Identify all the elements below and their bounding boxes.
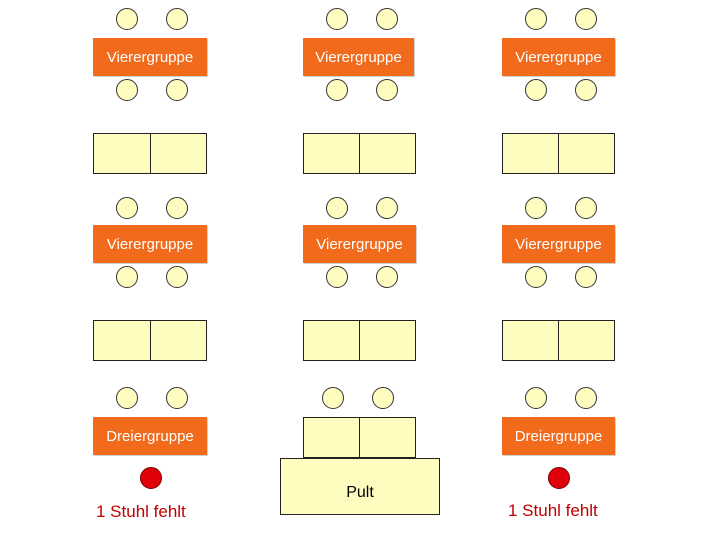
chair <box>116 197 138 219</box>
chair <box>575 197 597 219</box>
group-label: Vierergruppe <box>315 48 402 66</box>
missing-chair-note: 1 Stuhl fehlt <box>508 501 598 520</box>
group-table-3: Vierergruppe <box>502 38 615 76</box>
group-table-7: Dreiergruppe <box>93 417 207 455</box>
chair <box>166 266 188 288</box>
teacher-side-desk <box>303 417 416 458</box>
group-table-8: Dreiergruppe <box>502 417 615 455</box>
chair <box>326 197 348 219</box>
teacher-desk-label: Pult <box>346 483 374 501</box>
missing-chair-note: 1 Stuhl fehlt <box>96 502 186 521</box>
chair <box>372 387 394 409</box>
chair <box>525 197 547 219</box>
group-table-2: Vierergruppe <box>303 38 414 76</box>
chair <box>575 8 597 30</box>
student-desk <box>93 320 207 361</box>
chair <box>376 79 398 101</box>
chair <box>116 387 138 409</box>
group-label: Dreiergruppe <box>514 427 603 445</box>
student-desk <box>502 320 615 361</box>
missing-chair <box>140 467 162 489</box>
chair <box>525 79 547 101</box>
student-desk <box>303 320 416 361</box>
chair <box>525 266 547 288</box>
chair <box>575 387 597 409</box>
student-desk <box>93 133 207 174</box>
chair <box>326 79 348 101</box>
group-label: Vierergruppe <box>515 235 602 253</box>
chair <box>376 266 398 288</box>
chair <box>166 197 188 219</box>
group-label: Vierergruppe <box>515 48 602 66</box>
group-label: Vierergruppe <box>106 235 194 253</box>
chair <box>322 387 344 409</box>
chair <box>326 8 348 30</box>
group-table-5: Vierergruppe <box>303 225 416 263</box>
chair <box>376 8 398 30</box>
group-label: Vierergruppe <box>316 235 403 253</box>
chair <box>575 79 597 101</box>
chair <box>116 79 138 101</box>
teacher-desk: Pult <box>280 458 440 515</box>
chair <box>525 387 547 409</box>
group-label: Dreiergruppe <box>106 427 194 445</box>
group-table-6: Vierergruppe <box>502 225 615 263</box>
chair <box>116 8 138 30</box>
group-label: Vierergruppe <box>106 48 194 66</box>
student-desk <box>303 133 416 174</box>
chair <box>575 266 597 288</box>
student-desk <box>502 133 615 174</box>
chair <box>326 266 348 288</box>
chair <box>116 266 138 288</box>
chair <box>166 387 188 409</box>
group-table-4: Vierergruppe <box>93 225 207 263</box>
missing-chair <box>548 467 570 489</box>
chair <box>376 197 398 219</box>
chair <box>166 79 188 101</box>
group-table-1: Vierergruppe <box>93 38 207 76</box>
chair <box>525 8 547 30</box>
chair <box>166 8 188 30</box>
